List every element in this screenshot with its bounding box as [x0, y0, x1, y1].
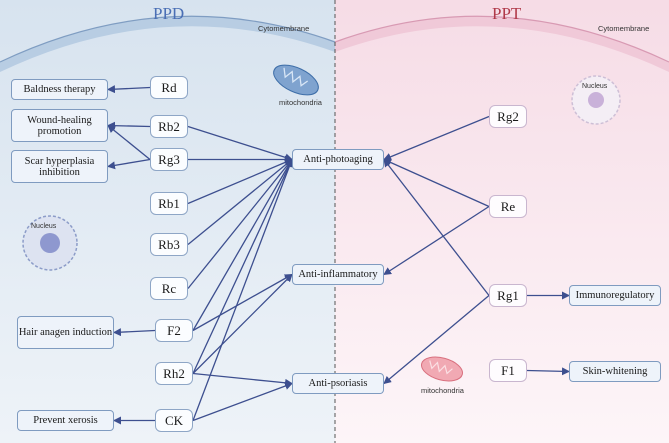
edge-rh2-to-anti-inflammatory: [192, 273, 293, 374]
compound-rg1[interactable]: Rg1: [489, 284, 527, 307]
edge-re-to-anti-inflammatory: [383, 205, 490, 276]
edge-rb3-to-anti-photoaging: [187, 158, 293, 246]
effect-anti-inflammatory: Anti-inflammatory: [292, 264, 384, 285]
effect-skin-whitening: Skin-whitening: [569, 361, 661, 382]
edge-rg1-to-anti-psoriasis: [383, 295, 490, 385]
effect-anti-photoaging: Anti-photoaging: [292, 149, 384, 170]
ppt-title: PPT: [492, 4, 522, 23]
compound-rb2[interactable]: Rb2: [150, 115, 188, 138]
edge-ck-to-anti-psoriasis: [192, 382, 293, 422]
edge-f1-to-skin-whitening: [526, 367, 570, 376]
nucleus-left-label: Nucleus: [31, 223, 57, 230]
compound-rb3[interactable]: Rb3: [150, 233, 188, 256]
mitochondria-bottom-shape: [421, 356, 463, 382]
edge-rg1-to-anti-photoaging: [383, 158, 490, 296]
effect-immunoregulatory: Immunoregulatory: [569, 285, 661, 306]
compound-ck[interactable]: CK: [155, 409, 193, 432]
edge-ck-to-anti-photoaging: [192, 158, 294, 421]
compound-rg3[interactable]: Rg3: [150, 148, 188, 171]
edge-rd-to-baldness-therapy: [107, 85, 151, 94]
compound-rh2[interactable]: Rh2: [155, 362, 193, 385]
edge-rg3-to-scar-hyperplasia-inhibition: [107, 158, 151, 170]
cytomembrane-left-label: Cytomembrane: [258, 24, 310, 33]
compound-f1[interactable]: F1: [489, 359, 527, 382]
mitochondria-top-label: mitochondria: [279, 98, 322, 107]
edge-rb1-to-anti-photoaging: [187, 158, 293, 205]
effect-wound-healing: Wound-healing promotion: [11, 109, 108, 142]
edge-rb2-to-anti-photoaging: [187, 125, 293, 162]
cytomembrane-left-shape: [0, 16, 335, 72]
compound-rg2[interactable]: Rg2: [489, 105, 527, 128]
compound-rc[interactable]: Rc: [150, 277, 188, 300]
mitochondria-bottom-label: mitochondria: [421, 386, 464, 395]
edge-re-to-anti-photoaging: [383, 158, 490, 208]
effect-scar-hyperplasia: Scar hyperplasia inhibition: [11, 150, 108, 183]
relation-edges: [107, 85, 570, 425]
effect-baldness-therapy: Baldness therapy: [11, 79, 108, 100]
edge-rh2-to-anti-photoaging: [192, 158, 293, 374]
ppd-title: PPD: [153, 4, 185, 23]
edge-f2-to-anti-photoaging: [192, 158, 293, 331]
cytomembrane-right-label: Cytomembrane: [598, 24, 650, 33]
edge-rg2-to-anti-photoaging: [383, 115, 490, 161]
compound-rb1[interactable]: Rb1: [150, 192, 188, 215]
edge-f2-to-hair-anagen-induction: [113, 328, 156, 337]
cytomembrane-right-shape: [335, 16, 669, 72]
effect-hair-anagen: Hair anagen induction: [17, 316, 114, 349]
mitochondria-top-shape: [273, 64, 319, 96]
edge-f2-to-anti-inflammatory: [192, 273, 293, 332]
edge-rg3-to-wound-healing-promotion: [107, 124, 151, 161]
compound-rd[interactable]: Rd: [150, 76, 188, 99]
edge-rh2-to-anti-psoriasis: [192, 372, 293, 387]
effect-prevent-xerosis: Prevent xerosis: [17, 410, 114, 431]
compound-f2[interactable]: F2: [155, 319, 193, 342]
edge-rc-to-anti-photoaging: [187, 158, 293, 289]
compound-re[interactable]: Re: [489, 195, 527, 218]
effect-anti-psoriasis: Anti-psoriasis: [292, 373, 384, 394]
nucleus-right-label: Nucleus: [582, 83, 608, 90]
